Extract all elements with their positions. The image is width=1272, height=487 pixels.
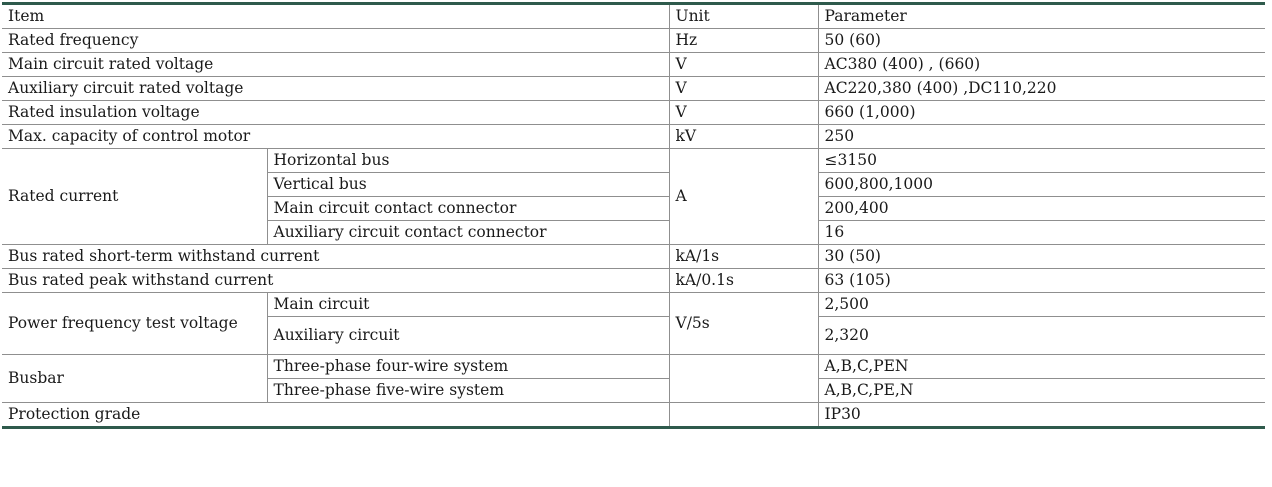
parameter-cell: 30 (50) — [817, 244, 1266, 269]
sub-item-cell: Main circuit — [266, 292, 670, 317]
parameter-cell: AC220,380 (400) ,DC110,220 — [817, 76, 1266, 101]
parameter-cell: IP30 — [817, 402, 1266, 428]
table-row: Main circuit rated voltage V AC380 (400)… — [2, 52, 1266, 77]
parameter-cell: A,B,C,PEN — [817, 354, 1266, 379]
item-cell: Rated frequency — [2, 28, 670, 53]
parameter-cell: AC380 (400) , (660) — [817, 52, 1266, 77]
unit-cell: V — [668, 52, 819, 77]
table-row: Max. capacity of control motor kV 250 — [2, 124, 1266, 149]
table-row: Bus rated peak withstand current kA/0.1s… — [2, 268, 1266, 293]
item-cell: Bus rated short-term withstand current — [2, 244, 670, 269]
parameter-cell: 16 — [817, 220, 1266, 245]
unit-cell: kA/0.1s — [668, 268, 819, 293]
sub-item-cell: Horizontal bus — [266, 148, 670, 173]
table-header-row: Item Unit Parameter — [2, 3, 1266, 29]
header-item: Item — [2, 3, 670, 29]
sub-item-cell: Auxiliary circuit contact connector — [267, 220, 670, 245]
item-cell: Auxiliary circuit rated voltage — [2, 76, 670, 101]
item-cell: Bus rated peak withstand current — [2, 268, 670, 293]
unit-cell: V/5s — [668, 292, 819, 355]
parameter-cell: 50 (60) — [817, 28, 1266, 53]
sub-item-cell: Auxiliary circuit — [267, 316, 670, 355]
table-row: Three-phase five-wire system A,B,C,PE,N — [2, 378, 1266, 403]
table-row: Auxiliary circuit rated voltage V AC220,… — [2, 76, 1266, 101]
unit-cell: Hz — [668, 28, 819, 53]
parameter-cell: 250 — [817, 124, 1266, 149]
parameter-cell: 2,500 — [817, 292, 1266, 317]
unit-cell: V — [668, 76, 819, 101]
unit-cell: V — [668, 100, 819, 125]
table-row: Power frequency test voltage Main circui… — [2, 292, 1266, 355]
table-row: Rated insulation voltage V 660 (1,000) — [2, 100, 1266, 125]
table-row: Rated current Horizontal bus A ≤3150 — [2, 148, 1266, 245]
table-row: Bus rated short-term withstand current k… — [2, 244, 1266, 269]
sub-item-cell: Main circuit contact connector — [267, 196, 670, 221]
item-cell: Protection grade — [2, 402, 670, 428]
item-cell: Max. capacity of control motor — [2, 124, 670, 149]
group-item-cell: Rated current — [2, 148, 268, 245]
table-row: Rated frequency Hz 50 (60) — [2, 28, 1266, 53]
group-item-cell: Power frequency test voltage — [2, 292, 268, 355]
table-row: Busbar Three-phase four-wire system A,B,… — [2, 354, 1266, 403]
parameter-cell: 660 (1,000) — [817, 100, 1266, 125]
unit-cell — [668, 402, 819, 428]
sub-item-cell: Vertical bus — [267, 172, 670, 197]
unit-cell: kV — [668, 124, 819, 149]
parameter-cell: A,B,C,PE,N — [817, 378, 1266, 403]
table-row: Vertical bus 600,800,1000 — [2, 172, 1266, 197]
parameter-cell: 63 (105) — [817, 268, 1266, 293]
unit-cell: kA/1s — [668, 244, 819, 269]
specification-table: Item Unit Parameter Rated frequency Hz 5… — [2, 2, 1266, 429]
parameter-cell: 200,400 — [817, 196, 1266, 221]
unit-cell: A — [668, 148, 819, 245]
sub-item-cell: Three-phase four-wire system — [266, 354, 670, 379]
unit-cell — [668, 354, 819, 403]
parameter-cell: 2,320 — [817, 316, 1266, 355]
group-item-cell: Busbar — [2, 354, 268, 403]
header-parameter: Parameter — [817, 3, 1266, 29]
sub-item-cell: Three-phase five-wire system — [267, 378, 670, 403]
parameter-cell: ≤3150 — [817, 148, 1266, 173]
header-unit: Unit — [668, 3, 819, 29]
item-cell: Rated insulation voltage — [2, 100, 670, 125]
table-row: Auxiliary circuit 2,320 — [2, 316, 1266, 355]
item-cell: Main circuit rated voltage — [2, 52, 670, 77]
table-row: Protection grade IP30 — [2, 402, 1266, 428]
parameter-cell: 600,800,1000 — [817, 172, 1266, 197]
